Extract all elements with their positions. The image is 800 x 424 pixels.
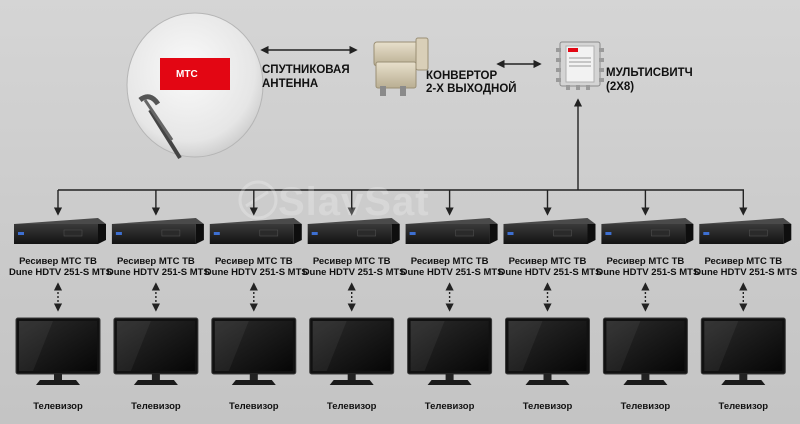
television-icon: [113, 317, 199, 385]
receiver-box-icon: [405, 218, 498, 244]
receiver-box-icon: [307, 218, 400, 244]
receiver-label-line1: Ресивер МТС ТВ: [508, 256, 587, 267]
tv-label: Телевизор: [131, 401, 181, 412]
receiver-label-line1: Ресивер МТС ТВ: [312, 256, 391, 267]
antenna-label-line2: АНТЕННА: [262, 78, 319, 90]
television-icon: [407, 317, 493, 385]
converter-label-line1: КОНВЕРТОР: [426, 70, 498, 82]
multiswitch-label-line1: МУЛЬТИСВИТЧ: [606, 67, 693, 79]
receiver-box-icon: [111, 218, 204, 244]
receiver-label-line2: Dune HDTV 251-S MTS: [400, 267, 504, 278]
receiver-box-icon: [503, 218, 596, 244]
tv-label: Телевизор: [522, 401, 573, 412]
receiver-label-line1: Ресивер МТС ТВ: [410, 256, 489, 267]
receiver-label-line2: Dune HDTV 251-S MTS: [302, 267, 406, 278]
receiver-label-line2: Dune HDTV 251-S MTS: [9, 267, 112, 278]
receiver-label-line1: Ресивер МТС ТВ: [214, 256, 293, 267]
multiswitch-label-line2: (2X8): [606, 81, 635, 93]
receiver-label-line2: Dune HDTV 251-S MTS: [204, 267, 308, 278]
converter-lnb-icon: [373, 37, 429, 96]
watermark-text: SlavSat: [278, 180, 430, 224]
watermark-logo-icon: [238, 180, 278, 220]
tv-label: Телевизор: [33, 401, 83, 412]
television-icon: [602, 317, 688, 385]
television-icon: [309, 317, 395, 385]
television-icon: [211, 317, 297, 385]
satellite-dish-icon: [126, 12, 264, 160]
receiver-box-icon: [209, 218, 302, 244]
television-icon: [700, 317, 786, 385]
antenna-logo-text: МТС: [176, 69, 198, 80]
tv-label: Телевизор: [229, 401, 279, 412]
receiver-label-line1: Ресивер МТС ТВ: [19, 256, 97, 267]
receiver-box-icon: [14, 218, 106, 244]
receiver-label-line2: Dune HDTV 251-S MTS: [694, 267, 798, 278]
converter-label-line2: 2-Х ВЫХОДНОЙ: [426, 83, 517, 95]
antenna-label-line1: СПУТНИКОВАЯ: [262, 64, 350, 76]
multiswitch-icon: [556, 41, 604, 90]
receiver-label-line1: Ресивер МТС ТВ: [704, 256, 783, 267]
receiver-box-icon: [699, 218, 792, 244]
tv-label: Телевизор: [424, 401, 475, 412]
receiver-label-line2: Dune HDTV 251-S MTS: [106, 267, 210, 278]
receiver-label-line1: Ресивер МТС ТВ: [606, 256, 685, 267]
receiver-box-icon: [601, 218, 694, 244]
television-icon: [15, 317, 101, 385]
tv-label: Телевизор: [718, 401, 769, 412]
television-icon: [505, 317, 590, 385]
receiver-label-line1: Ресивер МТС ТВ: [117, 256, 195, 267]
receiver-label-line2: Dune HDTV 251-S MTS: [596, 267, 700, 278]
receiver-label-line2: Dune HDTV 251-S MTS: [498, 267, 602, 278]
tv-label: Телевизор: [326, 401, 377, 412]
tv-label: Телевизор: [620, 401, 671, 412]
